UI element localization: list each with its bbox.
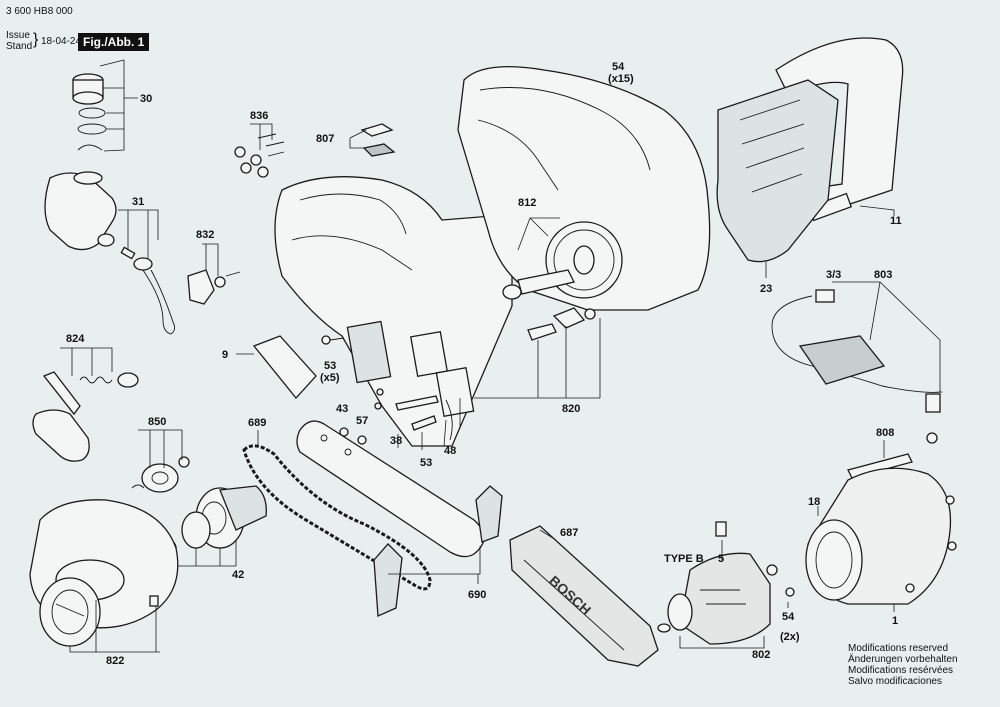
label-18: 18 xyxy=(808,496,820,508)
label-3-3: 3/3 xyxy=(826,269,841,281)
figure-label: Fig./Abb. 1 xyxy=(78,33,150,51)
label-687: 687 xyxy=(560,527,578,539)
mod-es: Salvo modificaciones xyxy=(848,676,942,687)
part-850-sprocket xyxy=(131,456,190,493)
label-54b: 54 xyxy=(782,611,795,623)
label-812: 812 xyxy=(518,197,536,209)
part-23-handguard xyxy=(716,79,839,263)
label-836: 836 xyxy=(250,110,268,122)
part-690-guards xyxy=(373,485,503,617)
label-31: 31 xyxy=(132,196,144,208)
part-main-housing xyxy=(274,176,513,447)
label-type-b: TYPE B xyxy=(664,553,704,565)
part-832-switch-spring xyxy=(187,269,241,305)
part-812-gear-housing xyxy=(457,66,711,311)
label-43: 43 xyxy=(336,403,348,415)
part-803-wiring xyxy=(771,289,943,444)
part-807-label xyxy=(360,123,396,157)
label-54b-qty: (2x) xyxy=(780,631,800,643)
part-bar xyxy=(296,420,485,558)
part-808-seal xyxy=(847,453,913,479)
mod-en: Modifications reserved xyxy=(848,643,949,654)
part-802-motor xyxy=(657,521,795,645)
label-690: 690 xyxy=(468,589,486,601)
stand-label: Stand xyxy=(6,41,33,52)
label-48: 48 xyxy=(444,445,456,457)
label-23: 23 xyxy=(760,283,772,295)
modifications-note: Modifications reserved Änderungen vorbeh… xyxy=(848,643,958,687)
part-30-cap xyxy=(72,73,107,151)
part-836-screws xyxy=(234,133,285,178)
labels: 30 31 836 807 832 824 850 822 42 9 53 (x… xyxy=(66,61,902,667)
part-689-chain xyxy=(242,444,432,591)
part-small-screws xyxy=(339,388,453,445)
label-57: 57 xyxy=(356,415,368,427)
mod-de: Änderungen vorbehalten xyxy=(848,654,958,665)
label-11: 11 xyxy=(890,215,902,227)
label-824: 824 xyxy=(66,333,85,345)
label-808: 808 xyxy=(876,427,894,439)
label-53a: 53 xyxy=(324,360,336,372)
doc-number: 3 600 HB8 000 xyxy=(6,6,73,17)
label-803: 803 xyxy=(874,269,892,281)
part-42-clutch xyxy=(159,485,267,557)
label-832: 832 xyxy=(196,229,214,241)
label-802: 802 xyxy=(752,649,770,661)
brace: } xyxy=(33,31,39,48)
label-9: 9 xyxy=(222,349,228,361)
label-820: 820 xyxy=(562,403,580,415)
label-689: 689 xyxy=(248,417,266,429)
mod-fr: Modifications resérvées xyxy=(848,665,954,676)
label-1: 1 xyxy=(892,615,898,627)
part-9-plate xyxy=(252,335,317,399)
label-53b: 53 xyxy=(420,457,432,469)
label-5: 5 xyxy=(718,553,724,565)
issue-date: 18-04-24 xyxy=(41,36,82,47)
part-31-oil-tank xyxy=(44,171,117,251)
part-824-trigger xyxy=(32,371,139,462)
label-54a: 54 xyxy=(612,61,625,73)
label-30: 30 xyxy=(140,93,152,105)
part-31-hose xyxy=(120,246,176,335)
label-850: 850 xyxy=(148,416,166,428)
part-822-cover xyxy=(29,499,179,647)
label-54a-qty: (x15) xyxy=(608,73,634,85)
label-42: 42 xyxy=(232,569,244,581)
label-53a-qty: (x5) xyxy=(320,372,340,384)
part-820-hardware xyxy=(435,307,596,418)
label-822: 822 xyxy=(106,655,124,667)
label-38: 38 xyxy=(390,435,402,447)
part-1-motor-housing xyxy=(805,467,957,605)
label-807: 807 xyxy=(316,133,334,145)
part-53-screws xyxy=(321,335,345,345)
issue-label: Issue xyxy=(6,30,30,41)
part-687-chain-cover: BOSCH xyxy=(509,525,659,667)
